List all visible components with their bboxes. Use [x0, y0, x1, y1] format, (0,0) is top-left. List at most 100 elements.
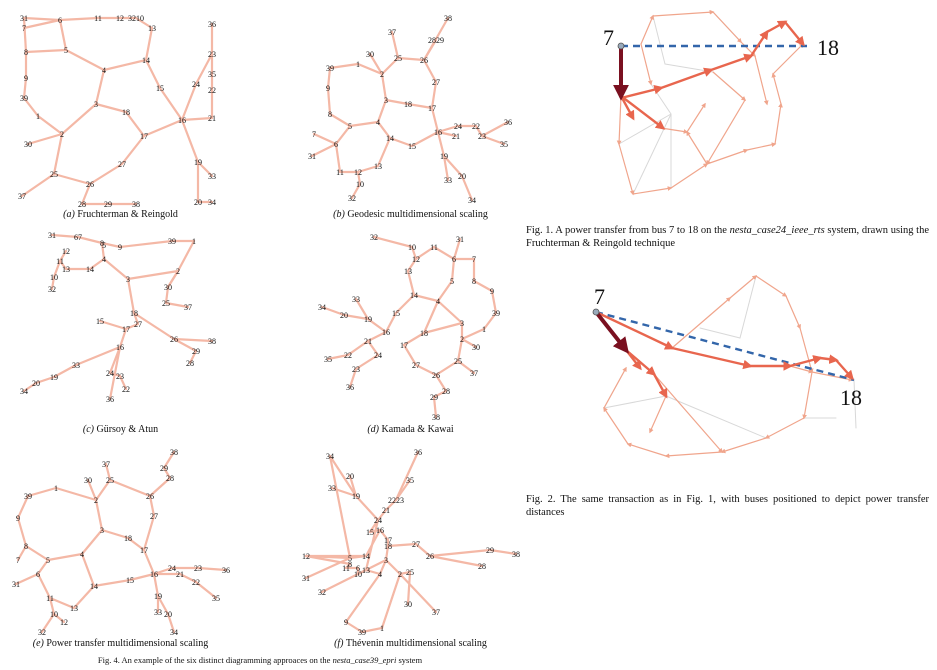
graph-edge	[398, 572, 438, 614]
graph-edge	[48, 596, 56, 616]
bus-label: 24	[454, 122, 462, 131]
graph-edge	[22, 381, 38, 393]
light-flow-arrow	[649, 395, 667, 434]
fig2-graph: 718	[592, 275, 862, 459]
graph-edge	[152, 572, 160, 598]
graph-edge	[384, 498, 398, 512]
graph-edge	[14, 572, 40, 586]
bus-label: 11	[342, 564, 350, 573]
bus-label: 33	[154, 608, 162, 617]
bus-label: 1	[356, 60, 360, 69]
bus-label: 16	[434, 128, 442, 137]
bus-label: 11	[56, 257, 64, 266]
fig1-caption-system: nesta_case24_ieee_rts	[729, 225, 825, 236]
graph-edge	[432, 389, 448, 399]
bus-label: 25	[50, 170, 58, 179]
bus-label: 5	[450, 277, 454, 286]
graph-edge	[108, 345, 122, 401]
bus-label: 27	[432, 78, 440, 87]
graph-edge	[166, 269, 180, 289]
light-flow-arrow	[686, 130, 708, 165]
main-flow-arrow	[652, 372, 668, 399]
bus-label: 2829	[428, 36, 444, 45]
graph-edge	[34, 375, 56, 385]
graph-edge	[126, 269, 180, 281]
graph-edge	[406, 257, 418, 273]
graph-edge	[334, 142, 342, 174]
graph-edge	[472, 279, 494, 293]
bus-label: 13	[374, 162, 382, 171]
graph-edge	[94, 68, 106, 106]
graph-edge	[50, 275, 56, 291]
bus-label: 36	[208, 20, 216, 29]
bus-label: 37	[184, 303, 192, 312]
bus-label: 34	[468, 196, 476, 205]
graph-edge	[94, 478, 112, 502]
bus-label: 23	[208, 50, 216, 59]
fig1-caption-b: system, drawn using the Fruchterman & Re…	[526, 225, 929, 249]
bus-label: 12	[302, 552, 310, 561]
light-flow-arrow	[799, 327, 814, 374]
bus-label: 39	[326, 64, 334, 73]
bus-label: 37	[432, 608, 440, 617]
bus-label: 5	[46, 556, 50, 565]
graph-edge	[384, 544, 390, 562]
bus-label: 25	[394, 54, 402, 63]
bus-label: 34	[326, 452, 334, 461]
bus-label: 4	[102, 255, 106, 264]
faint-edge	[665, 395, 767, 439]
graph-edge	[166, 612, 176, 634]
bus-label: 21	[382, 506, 390, 515]
light-flow-arrow	[764, 417, 805, 439]
graph-edge	[328, 112, 352, 128]
bus-label: 20	[340, 311, 348, 320]
graph-edge	[348, 474, 358, 498]
bus-label: 19	[440, 152, 448, 161]
graph-edge	[124, 110, 146, 138]
bus-label: 4	[436, 297, 440, 306]
bus-label: 18	[122, 108, 130, 117]
graph-edge	[456, 337, 464, 363]
graph-edge	[164, 285, 170, 305]
graph-edge	[22, 76, 28, 100]
graph-edge	[364, 518, 380, 572]
bus-label: 39	[168, 237, 176, 246]
panel-d-caption: (d) Kamada & Kawai	[298, 424, 523, 435]
bus-label: 33	[444, 176, 452, 185]
panel-e-letter: (e)	[32, 638, 44, 649]
bus-label: 35	[406, 476, 414, 485]
graph-edge	[162, 466, 172, 480]
light-flow-arrow	[774, 102, 783, 145]
graph-edge	[348, 120, 380, 128]
bus-label: 32	[318, 588, 326, 597]
graph-edge	[320, 305, 346, 317]
light-flow-arrow	[603, 366, 627, 409]
bus-label: 5	[102, 241, 106, 250]
faint-edge	[618, 113, 672, 145]
bus-label: 37	[102, 460, 110, 469]
bus-label: 16	[376, 526, 384, 535]
bus-label: 36	[106, 395, 114, 404]
bus-label: 29	[160, 464, 168, 473]
bus-label: 38	[444, 14, 452, 23]
bus-label: 4	[80, 550, 84, 559]
graph-edge	[482, 311, 498, 331]
bus-label: 4	[378, 570, 382, 579]
bus-label: 35	[208, 70, 216, 79]
bus-label: 28	[478, 562, 486, 571]
graph-edge	[410, 245, 418, 261]
bus-label: 22	[344, 351, 352, 360]
bus-label: 2	[94, 496, 98, 505]
bus-label: 8	[328, 110, 332, 119]
bus-label: 22	[208, 86, 216, 95]
graph-edge	[304, 556, 352, 580]
bus-label: 20	[32, 379, 40, 388]
graph-edge	[350, 182, 362, 200]
